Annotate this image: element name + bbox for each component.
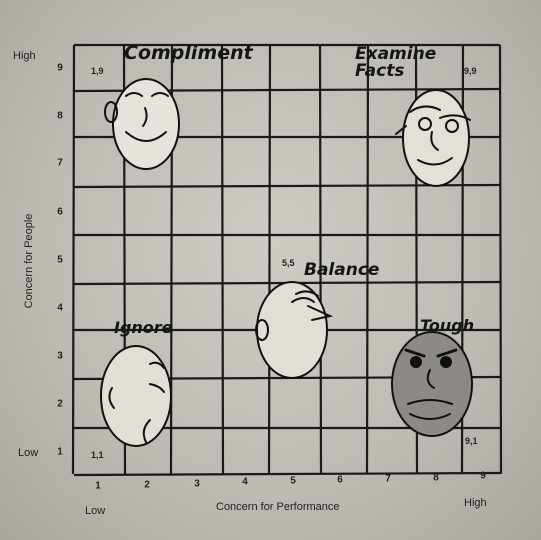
examine-facts-label: Examine Facts bbox=[355, 44, 437, 81]
x-axis-tick-label: 3 bbox=[194, 478, 200, 490]
grid-vertical-line bbox=[71, 44, 76, 475]
grid-horizontal-line bbox=[73, 471, 501, 477]
y-axis-tick-label: 3 bbox=[57, 350, 63, 362]
grid-vertical-line bbox=[318, 44, 323, 475]
y-axis-tick-label: 4 bbox=[57, 302, 63, 314]
compliment-label: Compliment bbox=[124, 42, 253, 64]
y-axis-tick-label: 7 bbox=[57, 157, 63, 169]
tough-coord: 9,1 bbox=[465, 436, 478, 446]
y-axis-tick-label: 6 bbox=[57, 206, 63, 218]
grid-vertical-line bbox=[365, 44, 370, 475]
y-axis-high-label: High bbox=[13, 50, 36, 62]
compliment-coord: 1,9 bbox=[91, 66, 104, 76]
y-axis-tick-label: 1 bbox=[57, 446, 63, 458]
x-axis-tick-label: 2 bbox=[144, 479, 150, 491]
looking-away-face-icon bbox=[100, 345, 172, 447]
balance-label: Balance bbox=[304, 260, 380, 280]
grid-vertical-line bbox=[267, 44, 272, 475]
y-axis-tick-label: 9 bbox=[57, 62, 63, 74]
x-axis-tick-label: 9 bbox=[480, 470, 486, 482]
profile-face-icon bbox=[255, 281, 334, 379]
x-axis-title: Concern for Performance bbox=[216, 501, 340, 513]
x-axis-tick-label: 1 bbox=[95, 480, 101, 492]
balance-coord: 5,5 bbox=[282, 258, 295, 268]
x-axis-tick-label: 8 bbox=[433, 472, 439, 484]
x-axis-tick-label: 7 bbox=[385, 473, 391, 485]
y-axis-low-label: Low bbox=[18, 447, 39, 459]
grid-vertical-line bbox=[220, 44, 225, 475]
x-axis-tick-label: 4 bbox=[242, 476, 248, 488]
tough-label: Tough bbox=[420, 316, 475, 335]
examining-face-icon bbox=[395, 89, 471, 187]
y-axis-tick-label: 2 bbox=[57, 398, 63, 410]
angry-face-icon bbox=[391, 331, 473, 437]
x-axis-tick-label: 5 bbox=[290, 475, 296, 487]
smiling-face-icon bbox=[104, 78, 180, 170]
x-axis-high-label: High bbox=[464, 497, 487, 509]
ignore-coord: 1,1 bbox=[91, 450, 104, 460]
y-axis-title: Concern for People bbox=[23, 213, 35, 309]
ignore-label: Ignore bbox=[114, 318, 173, 337]
y-axis-tick-label: 8 bbox=[57, 110, 63, 122]
grid-vertical-line bbox=[498, 44, 503, 475]
examine-facts-coord: 9,9 bbox=[464, 66, 477, 76]
y-axis-tick-label: 5 bbox=[57, 254, 63, 266]
x-axis-low-label: Low bbox=[85, 505, 106, 517]
x-axis-tick-label: 6 bbox=[337, 474, 343, 486]
